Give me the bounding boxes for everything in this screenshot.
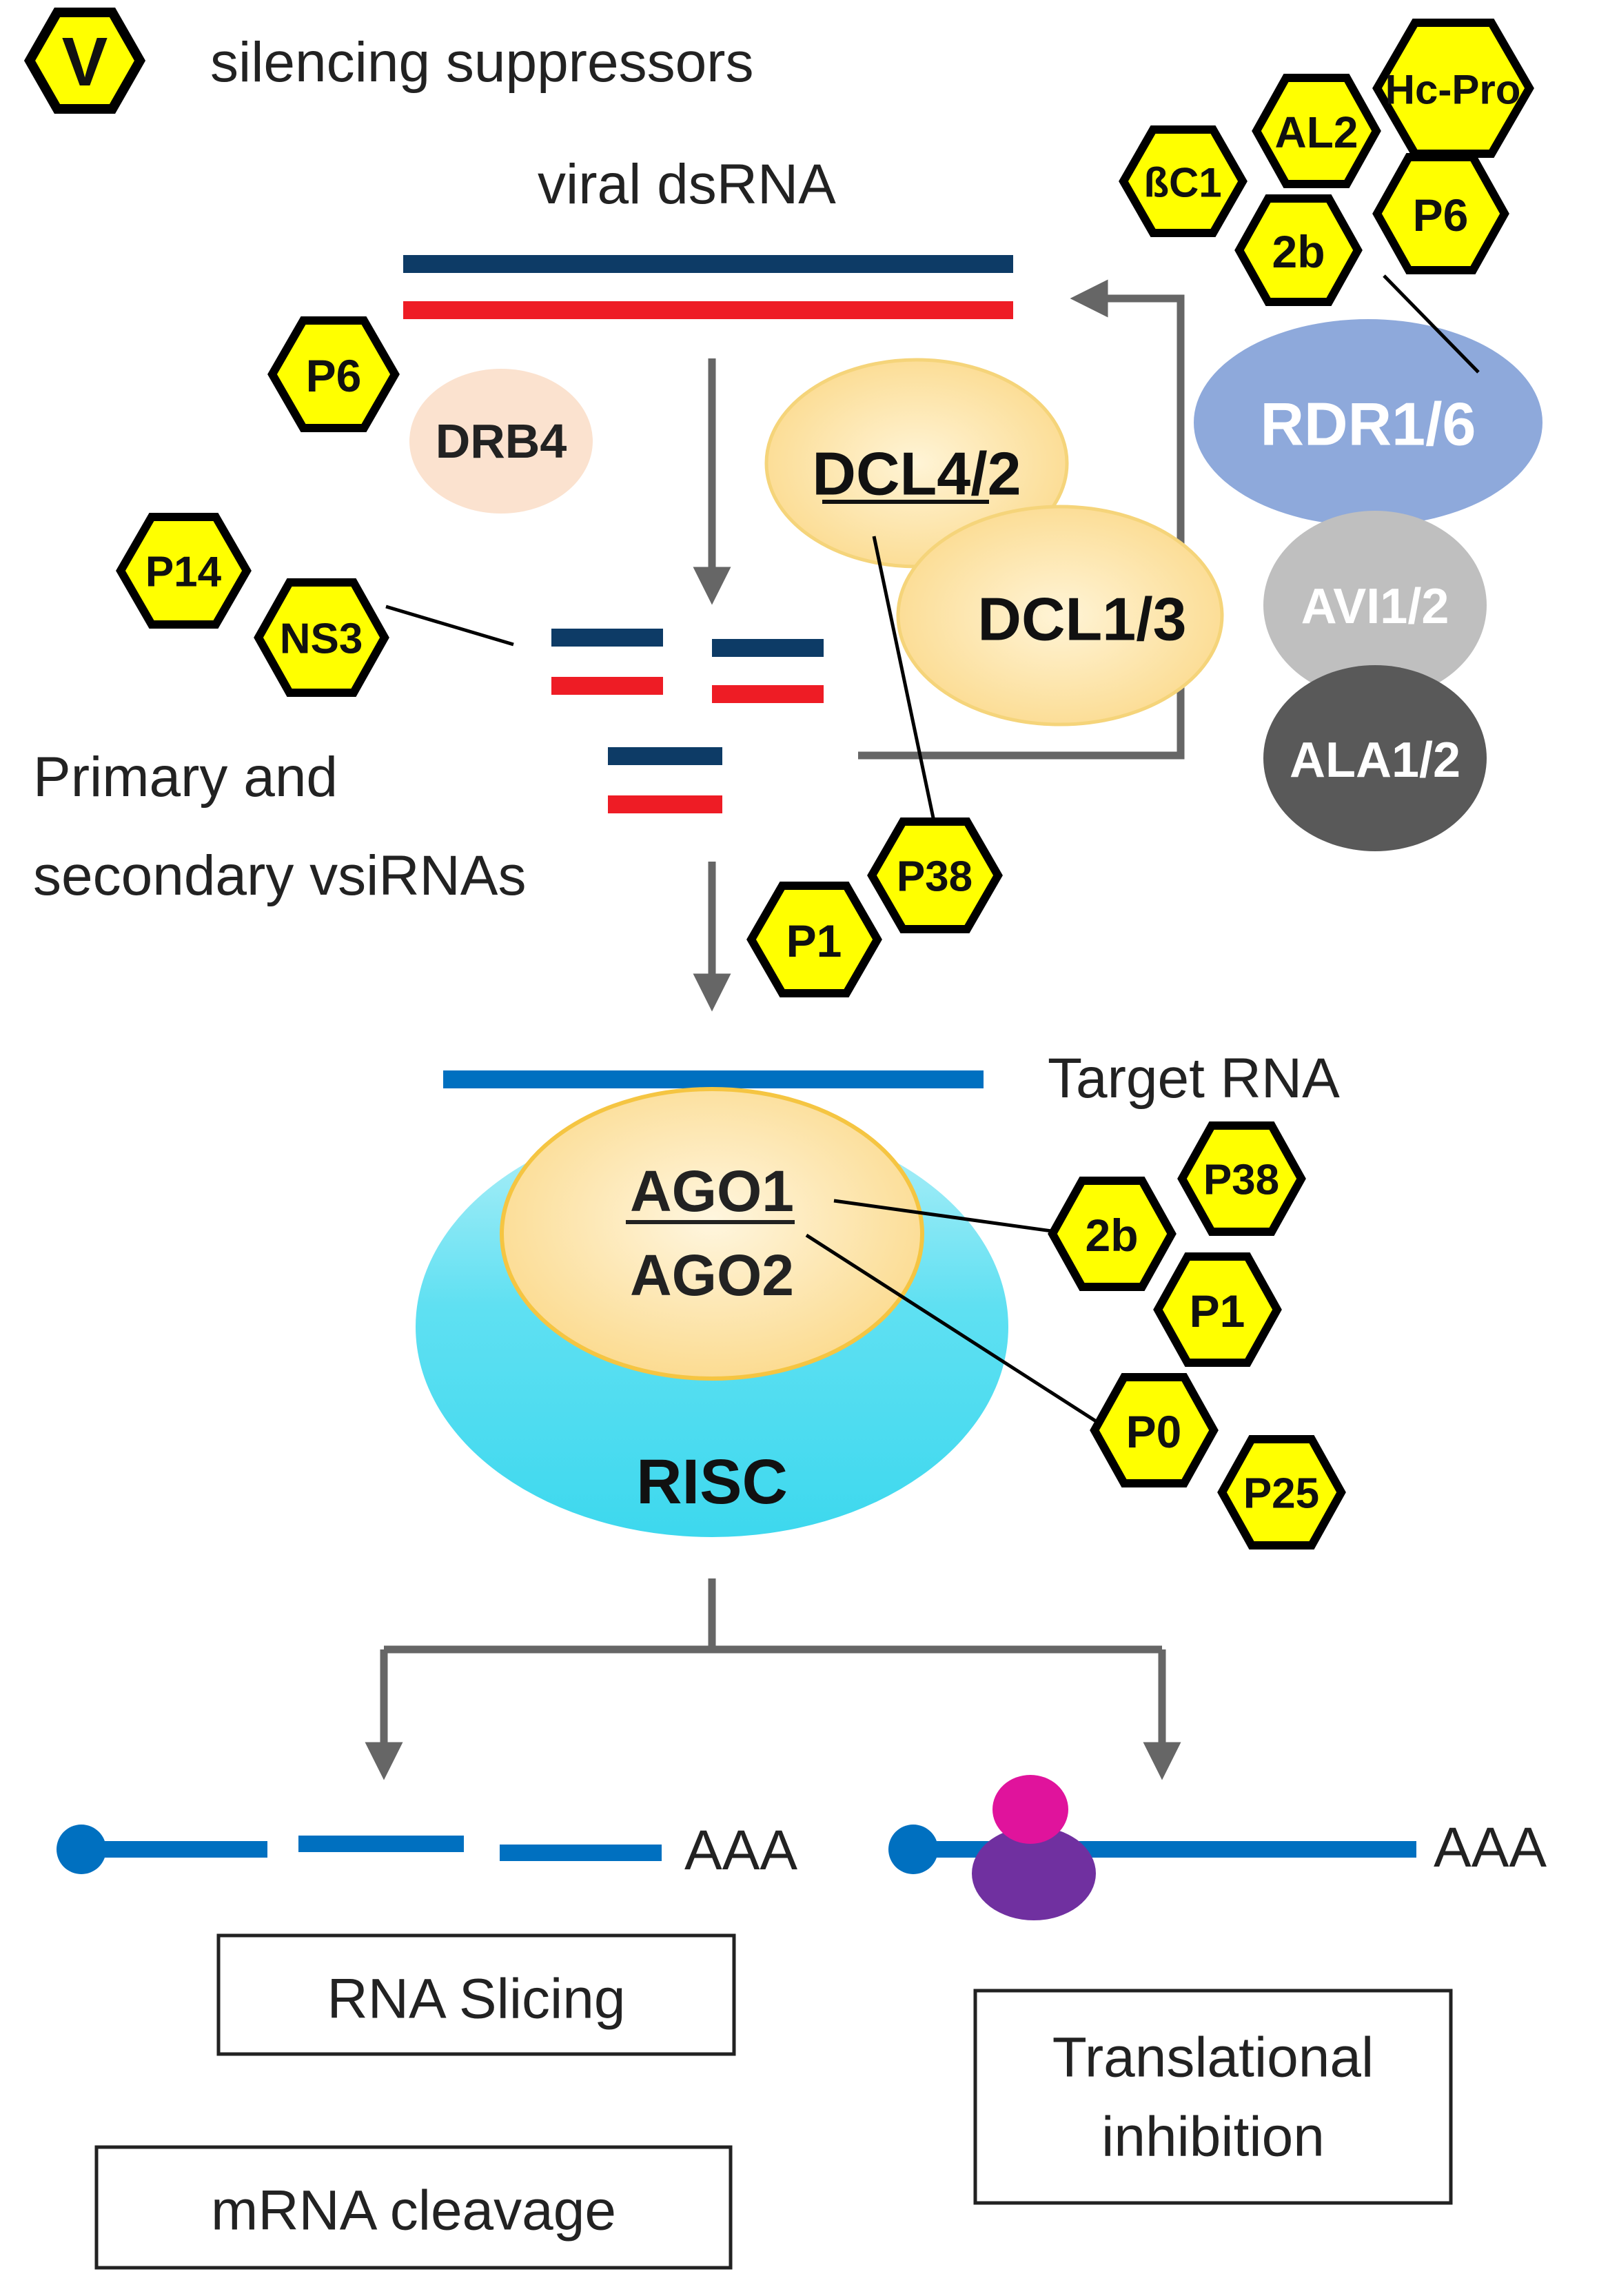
p1-right-label: P1 <box>1190 1286 1245 1337</box>
p6-left-hexagon-icon <box>267 316 400 432</box>
al2-hexagon-icon <box>1252 74 1381 188</box>
p1-mid-label: P1 <box>786 915 842 966</box>
drb4-label: DRB4 <box>436 414 567 468</box>
p0-label: P0 <box>1126 1406 1182 1457</box>
ala-label: ALA1/2 <box>1290 733 1460 788</box>
bc1-hexagon-icon <box>1119 125 1248 237</box>
hex-p1-right: P1 <box>1153 1252 1282 1367</box>
bc1-label: ßC1 <box>1143 160 1221 206</box>
polya-left-label: AAA <box>684 1819 797 1882</box>
p6-top-hexagon-icon <box>1372 153 1509 274</box>
p1-right-hexagon-icon <box>1153 1252 1282 1367</box>
hex-bc1: ßC1 <box>1119 125 1248 237</box>
p38-mid-hexagon-icon <box>867 817 1003 933</box>
hex-2b-right: 2b <box>1048 1177 1177 1291</box>
p38-right-label: P38 <box>1203 1157 1279 1204</box>
p6-left-label: P6 <box>306 350 362 401</box>
ago2-label: AGO2 <box>630 1243 794 1308</box>
mrna-cleavage-box: mRNA cleavage <box>94 2145 733 2270</box>
vsirna-label-line2: secondary vsiRNAs <box>33 844 526 907</box>
p0-hexagon-icon <box>1090 1373 1219 1487</box>
ago1-label: AGO1 <box>630 1159 794 1223</box>
hex-hcpro: Hc-Pro <box>1372 19 1534 158</box>
p25-label: P25 <box>1243 1470 1319 1518</box>
ago-complex <box>500 1087 924 1381</box>
2b-top-label: 2b <box>1272 226 1325 277</box>
drb4-protein <box>409 369 593 514</box>
connector-p6-rdr <box>1383 274 1480 374</box>
legend-symbol: V <box>62 23 108 101</box>
legend-label: silencing suppressors <box>210 31 754 94</box>
hcpro-label: Hc-Pro <box>1385 67 1521 113</box>
2b-top-hexagon-icon <box>1234 194 1363 306</box>
vsirna-duplexes <box>551 629 824 813</box>
hex-al2: AL2 <box>1252 74 1381 188</box>
connector-dcl4-p38 <box>872 536 939 838</box>
hex-p1-mid: P1 <box>746 882 882 997</box>
2b-right-label: 2b <box>1085 1210 1138 1261</box>
p6-top-label: P6 <box>1413 190 1469 241</box>
al2-label: AL2 <box>1275 108 1358 157</box>
hex-p14: P14 <box>116 513 252 629</box>
legend-hexagon-icon <box>23 8 146 114</box>
rna-slicing-frame <box>216 1933 736 2056</box>
ns3-hexagon-icon <box>254 578 389 697</box>
ribosome-small-subunit-icon <box>992 1775 1068 1844</box>
avi-protein <box>1263 511 1487 700</box>
p14-hexagon-icon <box>116 513 252 629</box>
rna-slicing-label: RNA Slicing <box>327 1968 626 2031</box>
hex-p38-right: P38 <box>1177 1121 1306 1236</box>
hex-ns3: NS3 <box>254 578 389 697</box>
sliced-mrna: AAA <box>57 1819 797 1882</box>
rdr-label: RDR1/6 <box>1261 390 1476 458</box>
translational-inhibition-line2: inhibition <box>1101 2106 1325 2168</box>
connector-ago1-2b <box>833 1199 1062 1235</box>
dcl13-protein <box>896 505 1224 727</box>
suppressor-connectors <box>385 274 1480 1425</box>
2b-right-hexagon-icon <box>1048 1177 1177 1291</box>
hex-p0: P0 <box>1090 1373 1219 1487</box>
pathway-arrows <box>365 279 1185 1780</box>
dcl42-label: DCL4/2 <box>812 440 1021 508</box>
polya-right-label: AAA <box>1434 1816 1547 1879</box>
mrna-cleavage-label: mRNA cleavage <box>211 2180 616 2242</box>
ala-protein <box>1263 665 1487 851</box>
avi-label: AVI1/2 <box>1301 579 1449 634</box>
hex-p25: P25 <box>1217 1435 1346 1550</box>
p38-right-hexagon-icon <box>1177 1121 1306 1236</box>
target-rna-label: Target RNA <box>1048 1047 1340 1110</box>
hex-2b-top: 2b <box>1234 194 1363 306</box>
p25-hexagon-icon <box>1217 1435 1346 1550</box>
arrow-amplification-loop <box>858 279 1185 760</box>
hex-p38-mid: P38 <box>867 817 1003 933</box>
dcl13-label: DCL1/3 <box>977 585 1186 653</box>
p1-mid-hexagon-icon <box>746 882 882 997</box>
ribosome-large-subunit-icon <box>972 1827 1096 1920</box>
translational-inhibition-line1: Translational <box>1052 2026 1374 2089</box>
rna-slicing-box: RNA Slicing <box>216 1933 736 2056</box>
vsirna-label-line1: Primary and <box>33 746 338 809</box>
p14-label: P14 <box>145 549 222 596</box>
rdr-protein <box>1194 319 1542 526</box>
connector-ago1-p0 <box>805 1233 1101 1425</box>
p38-mid-label: P38 <box>897 853 973 901</box>
ns3-label: NS3 <box>280 616 363 663</box>
dsrna-label: viral dsRNA <box>538 153 836 216</box>
risc-label: RISC <box>636 1447 788 1517</box>
connector-ns3-sirna <box>385 605 514 647</box>
hex-p6-top: P6 <box>1372 153 1509 274</box>
cap-right-icon <box>888 1825 938 1874</box>
translational-inhibition-box: Translational inhibition <box>973 1989 1453 2205</box>
legend: V silencing suppressors <box>23 8 754 114</box>
stalled-mrna: AAA <box>888 1775 1547 1920</box>
translational-inhibition-frame <box>973 1989 1453 2205</box>
hex-p6-left: P6 <box>267 316 400 432</box>
mrna-cleavage-frame <box>94 2145 733 2270</box>
